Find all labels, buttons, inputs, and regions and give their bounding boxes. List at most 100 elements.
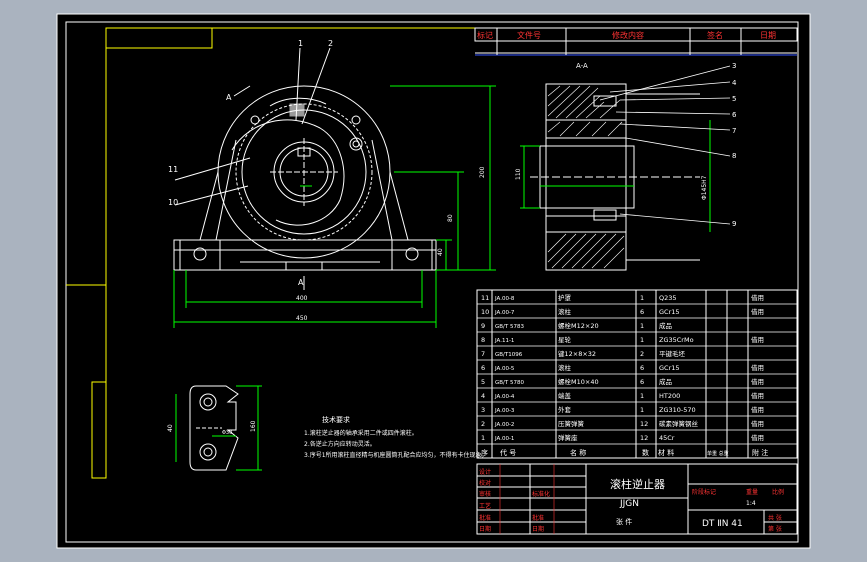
rev-header-mark: 标记	[477, 30, 493, 40]
bom-cell-qty: 1	[640, 406, 644, 414]
bom-cell-code: JA.00-3	[494, 408, 515, 414]
bom-cell-name: 滚柱	[558, 307, 572, 316]
stage-label: 阶段标记	[692, 488, 716, 496]
tech-note-2: 2.各逆止方向应转动灵活。	[304, 440, 376, 448]
bom-cell-no: 1	[481, 434, 485, 442]
corner-box	[105, 27, 213, 49]
bom-header-name: 名 称	[570, 448, 586, 457]
sheet-total: 共 张	[768, 514, 782, 522]
dim-height-mid: 80	[447, 214, 454, 222]
bom-cell-name: 星轮	[558, 335, 572, 344]
bom-cell-no: 3	[481, 406, 485, 414]
bom-cell-code: JA.00-8	[494, 296, 515, 302]
bom-cell-name: 键12×8×32	[558, 349, 596, 358]
slot-detail	[189, 385, 239, 471]
rev-header-sign: 签名	[707, 30, 723, 40]
bom-cell-no: 6	[481, 364, 485, 372]
bom-header-qty: 数	[642, 448, 649, 457]
bom-cell-qty: 1	[640, 294, 644, 302]
callout-8: 8	[732, 152, 736, 160]
bom-cell-material: 成品	[659, 321, 672, 330]
bom-cell-material: ZG35CrMo	[659, 336, 694, 344]
bom-cell-name: 护罩	[558, 293, 572, 302]
bom-cell-code: GB/T 5780	[495, 380, 524, 386]
dim-height-total: 200	[479, 166, 486, 178]
bom-cell-note: 借用	[751, 405, 764, 414]
bom-cell-code: JA.00-7	[494, 310, 515, 316]
dim-bore: 110	[515, 168, 522, 180]
bom-cell-code: JA.11-1	[494, 338, 514, 344]
bom-cell-note: 借用	[751, 377, 764, 386]
dim-width-outer: 450	[296, 315, 308, 322]
bom-cell-note: 借用	[751, 363, 764, 372]
section-view	[530, 83, 700, 271]
role-standard: 标准化	[532, 490, 550, 498]
bom-cell-material: 成品	[659, 377, 672, 386]
role-date2: 日期	[532, 525, 544, 533]
bom-cell-code: GB/T 5783	[495, 324, 524, 330]
bom-cell-material: HT200	[659, 392, 680, 400]
bom-cell-no: 4	[481, 392, 485, 400]
bom-cell-qty: 12	[640, 420, 648, 428]
bom-cell-code: JA.00-2	[494, 422, 514, 428]
tech-notes-title: 技术要求	[322, 415, 350, 424]
bom-cell-note: 借用	[751, 433, 764, 442]
bom-cell-material: 碳素弹簧钢丝	[659, 419, 699, 428]
callout-10: 10	[168, 198, 178, 207]
bom-cell-name: 压簧弹簧	[558, 419, 585, 428]
bom-cell-qty: 6	[640, 364, 644, 372]
bom-header-mass: 单重 总重	[707, 450, 729, 457]
callout-9: 9	[732, 220, 736, 228]
bom-header-code: 代 号	[500, 448, 516, 457]
inner-border	[65, 21, 799, 543]
sheet-background	[56, 13, 811, 549]
callout-2: 2	[328, 39, 333, 48]
drawing-number: DT ⅡN 41	[702, 519, 743, 529]
revision-block: 标记 文件号 修改内容 签名 日期	[474, 27, 798, 56]
sheet-number: 第 张	[768, 525, 782, 533]
role-design: 设计	[479, 468, 491, 476]
bom-header: 序 代 号 名 称 数 材 料 单重 总重 附 注	[481, 448, 768, 457]
slot-dim-left: 40	[167, 424, 174, 432]
bom-cell-no: 9	[481, 322, 485, 330]
dim-width-inner: 400	[296, 295, 308, 302]
bom-header-no: 序	[481, 448, 488, 457]
slot-dim-right: 160	[250, 420, 257, 432]
dim-height-base: 40	[437, 248, 444, 256]
bom-cell-name: 端盖	[558, 391, 572, 400]
callout-11: 11	[168, 165, 178, 174]
scale-value: 1:4	[746, 500, 756, 507]
slot-dims	[175, 385, 262, 471]
callout-5: 5	[732, 95, 736, 103]
title-role-lines	[499, 464, 555, 534]
slot-dim-inner: Φ30	[222, 430, 232, 436]
bom-cell-note: 借用	[751, 419, 764, 428]
bom-cell-no: 7	[481, 350, 485, 358]
role-date: 日期	[479, 525, 491, 533]
section-label: A-A	[576, 62, 588, 70]
callout-7: 7	[732, 127, 736, 135]
bom-cell-name: 螺栓M12×20	[558, 321, 599, 330]
bom-cell-qty: 1	[640, 336, 644, 344]
bom-header-material: 材 料	[658, 448, 674, 457]
tech-note-3: 3.序号1所用滚柱直径精与机座圆筒孔配合应均匀，不得有卡住现象。	[304, 451, 488, 459]
bom-cell-note: 借用	[751, 307, 764, 316]
tech-note-1: 1.滚柱逆止器的轴承采用二件或四件滚柱。	[304, 429, 418, 437]
bom-cell-qty: 1	[640, 322, 644, 330]
role-review: 审核	[479, 490, 491, 498]
callout-4: 4	[732, 79, 737, 87]
bom-cell-code: JA.00-4	[494, 394, 515, 400]
section-dimensions	[520, 120, 711, 232]
bom-cell-no: 11	[481, 294, 489, 302]
front-view	[173, 85, 437, 271]
section-leaders	[599, 65, 731, 225]
bom-cell-qty: 12	[640, 434, 648, 442]
bom-cell-material: Q235	[659, 294, 677, 302]
role-process: 工艺	[479, 502, 491, 510]
bom-cell-code: GB/T1096	[495, 352, 523, 358]
bom-cell-name: 螺栓M10×40	[558, 377, 599, 386]
bom-cell-note: 借用	[751, 335, 764, 344]
bom-cell-no: 8	[481, 336, 485, 344]
callout-1: 1	[298, 39, 303, 48]
title-block-grid	[476, 463, 798, 535]
